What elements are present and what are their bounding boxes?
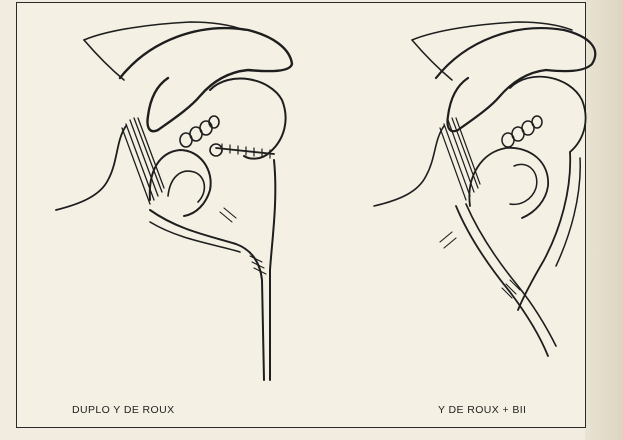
right-limb-long-inner <box>466 204 556 346</box>
right-ligament <box>440 118 480 200</box>
right-body-curve <box>374 126 444 206</box>
left-anastomosis-coil <box>180 116 219 147</box>
right-panel-caption: Y DE ROUX + BII <box>438 404 526 416</box>
left-loop-inner <box>168 171 204 202</box>
left-limb-down-inner <box>270 160 275 380</box>
left-panel-caption: DUPLO Y DE ROUX <box>72 404 174 416</box>
left-liver <box>120 28 292 131</box>
right-limb-from-stomach <box>518 152 570 310</box>
right-anastomosis-coil <box>502 116 542 147</box>
right-limb-long <box>456 206 548 356</box>
right-liver-left-lobe <box>412 40 452 80</box>
right-limb-from-stomach-inner <box>556 158 580 266</box>
right-liver <box>436 28 595 131</box>
right-panel-illustration <box>374 22 595 356</box>
left-liver-upper <box>84 22 244 40</box>
left-body-curve <box>56 126 126 210</box>
right-loop-inner <box>510 164 537 204</box>
left-stoma <box>210 144 222 156</box>
left-limb-down <box>150 210 264 380</box>
left-liver-left-lobe <box>84 40 124 80</box>
left-limb-middle <box>150 222 240 252</box>
right-junction-hatch <box>440 232 520 298</box>
left-stitched-limb <box>216 148 274 154</box>
left-panel-illustration <box>56 22 292 380</box>
